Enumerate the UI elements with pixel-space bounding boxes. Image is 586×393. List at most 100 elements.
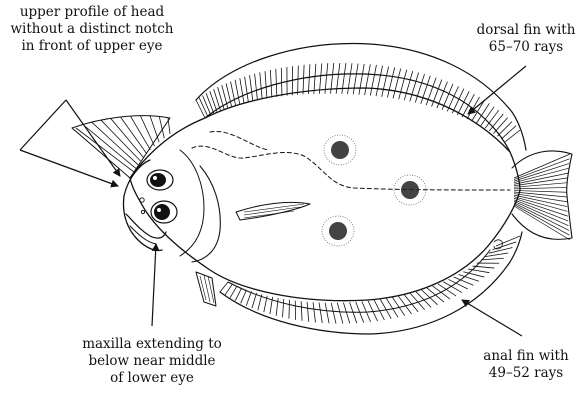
anal-fin-ray	[427, 288, 444, 302]
label-anal-fin: anal fin with 49–52 rays	[483, 348, 569, 381]
anal-fin-ray	[443, 282, 462, 293]
anterior-fin-ray	[92, 123, 138, 165]
dorsal-fin-ray	[260, 72, 262, 99]
dorsal-fin-ray	[265, 71, 267, 98]
dorsal-fin-ray	[303, 65, 304, 95]
anal-fin-ray	[235, 288, 241, 301]
label-maxilla: maxilla extending to below near middle o…	[82, 336, 222, 386]
label-anal-fin-line-2: 49–52 rays	[489, 365, 564, 381]
fish-body	[130, 88, 520, 301]
dorsal-fin	[196, 44, 526, 152]
flounder-illustration	[72, 44, 572, 334]
spot-lower	[322, 216, 354, 246]
anal-fin-ray	[438, 284, 456, 296]
dorsal-fin-ray	[342, 63, 346, 94]
anal-fin-ray	[319, 303, 322, 323]
dorsal-fin-ray	[382, 67, 389, 97]
label-anal-fin-line-1: anal fin with	[483, 348, 569, 364]
caudal-fin-ray	[514, 183, 567, 188]
annotation-arrows	[20, 66, 526, 336]
anal-fin-ray	[463, 272, 484, 277]
body-spots	[322, 135, 426, 246]
caudal-fin-ray	[514, 204, 569, 235]
label-head-profile-line-3: in front of upper eye	[21, 38, 162, 54]
anal-fin-ray	[433, 286, 450, 299]
label-dorsal-fin: dorsal fin with 65–70 rays	[477, 22, 576, 55]
anal-fin-ray	[301, 301, 302, 321]
anal-fin-ray	[230, 286, 237, 298]
dorsal-fin-ray	[196, 100, 205, 118]
anal-fin-ray	[489, 248, 512, 254]
dorsal-fin-ray	[276, 69, 277, 97]
anal-fin-ray	[337, 303, 343, 324]
caudal-fin	[512, 151, 572, 240]
anal-fin-ray	[252, 293, 257, 308]
dorsal-fin-ray	[255, 74, 258, 100]
anal-fin-ray	[225, 284, 233, 295]
dorsal-fin-ray	[493, 118, 507, 134]
dorsal-fin-ray	[308, 64, 310, 94]
dorsal-fin-ray	[199, 98, 208, 117]
caudal-fin-ray	[514, 206, 570, 240]
spot-upper	[324, 135, 356, 165]
anal-fin-ray	[343, 303, 349, 324]
dorsal-fin-ray	[314, 64, 316, 94]
anterior-fin-ray	[101, 120, 140, 161]
caudal-fin-ray	[514, 178, 568, 186]
dorsal-fin-ray	[457, 91, 469, 115]
anal-fin-ray	[410, 293, 425, 310]
anal-fin-ray	[307, 302, 309, 322]
dorsal-fin-ray	[298, 65, 299, 94]
anal-fin-ray	[421, 290, 437, 305]
dorsal-fin-ray	[281, 68, 282, 96]
anal-fin-ray	[485, 253, 508, 257]
arrow-head-profile-c	[66, 100, 120, 176]
anal-fin-ray	[481, 258, 504, 260]
caudal-fin-ray	[514, 190, 567, 192]
anal-fin	[220, 232, 522, 334]
dorsal-fin-ray	[348, 63, 353, 94]
dorsal-fin-ray	[210, 91, 217, 112]
label-maxilla-line-1: maxilla extending to	[82, 336, 222, 352]
dorsal-fin-ray	[489, 114, 503, 131]
dorsal-fin-ray	[376, 66, 383, 96]
anal-fin-ray	[276, 298, 278, 316]
label-head-profile: upper profile of head without a distinct…	[11, 4, 174, 54]
dorsal-fin-ray	[467, 97, 480, 119]
dorsal-fin-ray	[270, 70, 271, 98]
dorsal-fin-ray	[437, 82, 448, 108]
dorsal-fin-ray	[359, 64, 364, 95]
anal-fin-ray	[258, 294, 262, 310]
dorsal-fin-ray	[501, 126, 516, 139]
lower-eye	[151, 201, 177, 223]
caudal-fin-ray	[514, 159, 569, 180]
arrow-dorsal-fin	[468, 66, 526, 114]
dorsal-fin-ray	[393, 69, 401, 99]
dorsal-fin-ray	[353, 64, 358, 95]
anal-fin-ray	[448, 279, 467, 289]
nostril-2	[141, 210, 144, 213]
dorsal-fin-ray	[235, 80, 240, 104]
anterior-fin-ray	[140, 116, 154, 146]
pectoral-fin	[236, 202, 310, 220]
anal-fin-ray	[282, 299, 283, 317]
label-head-profile-line-1: upper profile of head	[20, 4, 165, 20]
anal-fin-ray	[289, 300, 290, 319]
anal-fin-ray	[313, 302, 315, 322]
label-maxilla-line-3: of lower eye	[110, 370, 194, 386]
operculum	[192, 166, 220, 262]
anal-fin-ray	[246, 291, 251, 305]
label-maxilla-line-2: below near middle	[88, 353, 215, 369]
dorsal-fin-ray	[387, 68, 394, 98]
anterior-fin-ray	[150, 116, 159, 142]
pelvic-fin	[196, 272, 216, 306]
caudal-fin-ray	[514, 200, 568, 221]
dorsal-fin-ray	[203, 95, 211, 114]
label-dorsal-fin-line-1: dorsal fin with	[477, 22, 576, 38]
dorsal-fin-ray	[250, 75, 253, 101]
dorsal-fin-ray	[365, 64, 371, 95]
lateral-line	[192, 146, 510, 190]
label-dorsal-fin-line-2: 65–70 rays	[489, 39, 564, 55]
caudal-fin-ray	[514, 168, 569, 182]
label-head-profile-line-2: without a distinct notch	[11, 21, 174, 37]
